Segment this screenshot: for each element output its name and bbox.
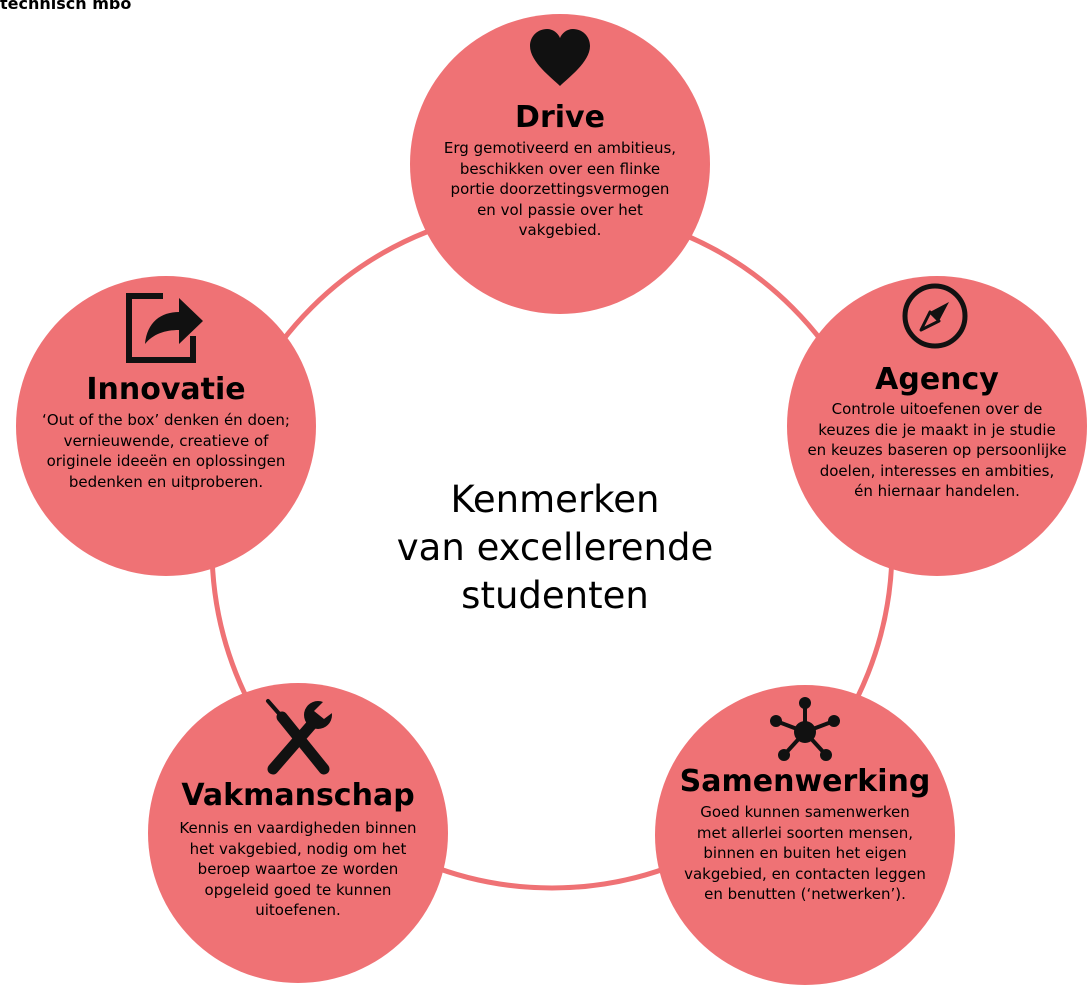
share-icon	[126, 293, 203, 363]
node-description-line: Kennis en vaardigheden binnen	[179, 819, 417, 837]
node-description: Goed kunnen samenwerken met allerlei soo…	[655, 802, 955, 905]
tools-icon	[266, 697, 338, 775]
center-title-line: studenten	[461, 574, 649, 617]
compass-icon	[902, 283, 968, 349]
node-description: ‘Out of the box’ denken én doen; vernieu…	[16, 410, 316, 492]
node-description-line: opgeleid goed te kunnen	[204, 880, 392, 899]
node-description-line: keuzes die je maakt in je studie	[818, 420, 1056, 439]
node-description-line: binnen en buiten het eigen	[703, 844, 907, 862]
node-description: Kennis en vaardigheden binnen het vakgeb…	[148, 818, 448, 921]
node-description: Controle uitoefenen over de keuzes die j…	[787, 399, 1087, 502]
node-title: Agency	[875, 362, 999, 397]
node-innovatie: Innovatie ‘Out of the box’ denken én doe…	[16, 276, 316, 576]
node-description-line: ‘Out of the box’ denken én doen;	[42, 411, 290, 429]
node-description-line: originele ideeën en oplossingen	[46, 452, 286, 470]
node-description-line: portie doorzettingsvermogen	[450, 180, 670, 198]
node-description-line: Goed kunnen samenwerken	[700, 803, 910, 821]
node-description-line: doelen, interesses en ambities,	[819, 461, 1055, 480]
node-description-line: uitoefenen.	[255, 901, 341, 919]
node-description-line: vakgebied, en contacten leggen	[684, 864, 926, 883]
node-description-line: vernieuwende, creatieve of	[63, 431, 269, 450]
node-drive: Drive Erg gemotiveerd en ambitieus, besc…	[410, 14, 710, 314]
node-description-line: beschikken over een flinke	[459, 159, 661, 178]
heart-icon	[530, 29, 590, 86]
node-description-line: bedenken en uitproberen.	[68, 472, 264, 491]
node-samenwerking: Samenwerking Goed kunnen samenwerken met…	[655, 685, 955, 985]
node-agency: Agency Controle uitoefenen over de keuze…	[787, 276, 1087, 576]
node-vakmanschap: Vakmanschap Kennis en vaardigheden binne…	[148, 683, 448, 983]
node-description-line: vakgebied.	[518, 221, 602, 239]
node-description: Erg gemotiveerd en ambitieus, beschikken…	[410, 138, 710, 241]
node-description-line: het vakgebied, nodig om het	[189, 839, 407, 858]
node-title: Vakmanschap	[181, 778, 415, 813]
center-title: Kenmerken van excellerende studenten	[390, 476, 720, 620]
center-title-line: Kenmerken	[450, 478, 660, 521]
node-title: Samenwerking	[679, 764, 931, 799]
node-description-line: én hiernaar handelen.	[854, 482, 1020, 500]
center-title-line: van excellerende	[396, 526, 714, 569]
page-title: technisch mbo	[0, 0, 132, 13]
node-description-line: en vol passie over het	[477, 200, 643, 219]
node-description-line: beroep waartoe ze worden	[197, 860, 399, 878]
node-description-line: en keuzes baseren op persoonlijke	[807, 441, 1067, 459]
node-description-line: en benutten (‘netwerken’).	[704, 885, 906, 903]
node-description-line: Erg gemotiveerd en ambitieus,	[443, 139, 677, 157]
node-description-line: Controle uitoefenen over de	[831, 400, 1043, 418]
node-title: Drive	[515, 100, 605, 135]
node-title: Innovatie	[86, 372, 246, 407]
network-icon	[770, 697, 840, 761]
node-description-line: met allerlei soorten mensen,	[696, 823, 914, 842]
